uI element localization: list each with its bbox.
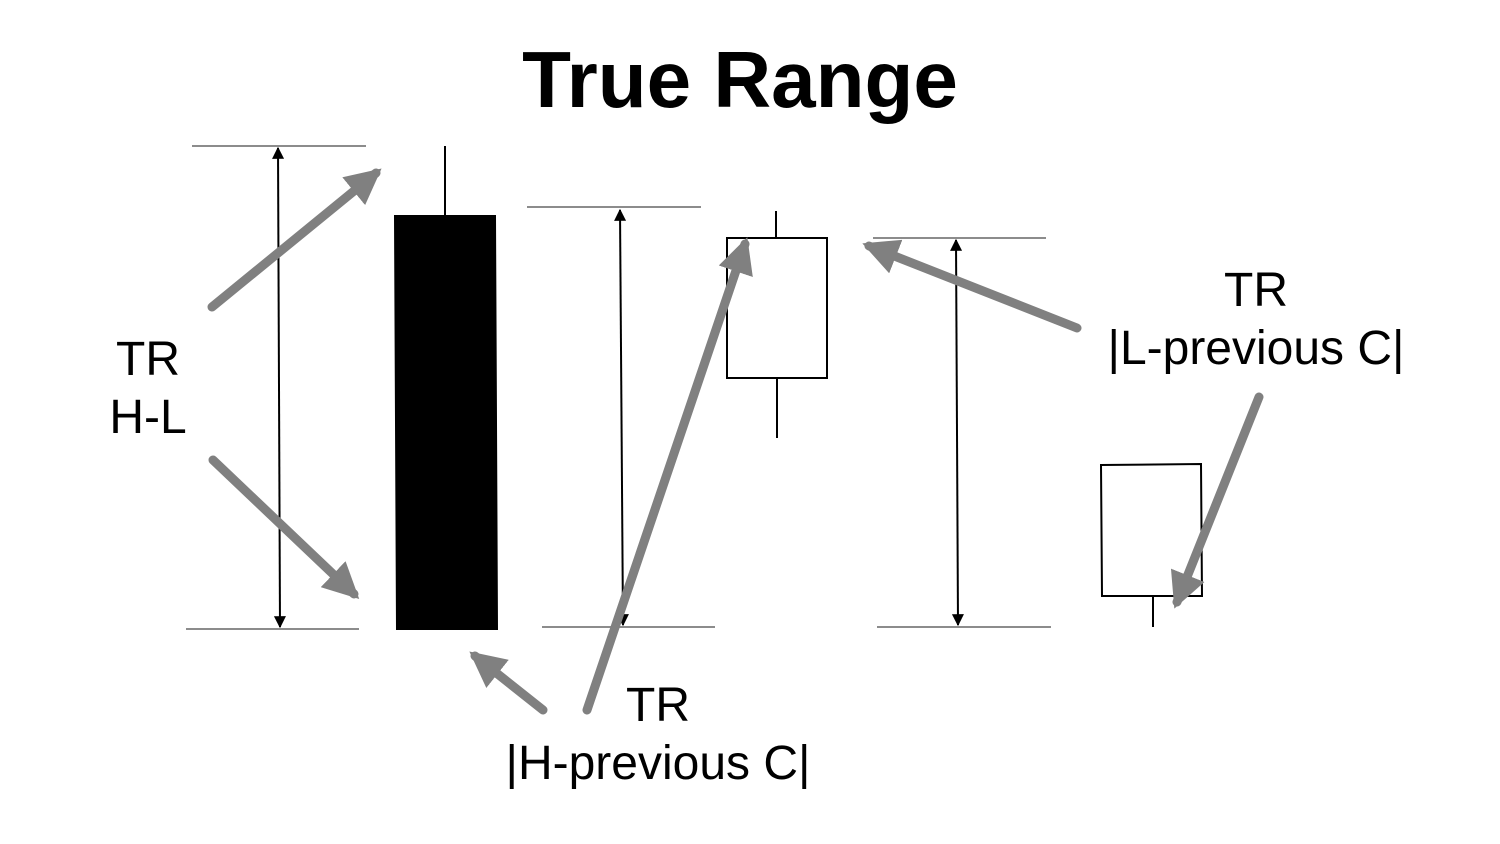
panel-high-previous-close <box>527 206 828 628</box>
label-tr-hl: TR H-L <box>88 331 208 447</box>
pointer-arrow-to-previous-close <box>469 651 548 715</box>
label-line-2: |L-previous C| <box>1107 322 1405 375</box>
pointer-arrow-to-previous-close <box>862 239 1082 333</box>
bearish-candle-body <box>393 215 499 630</box>
pointer-arrow-to-high <box>207 168 382 312</box>
label-line-2: H-L <box>109 391 187 444</box>
pointer-arrow-to-low <box>1170 392 1264 609</box>
label-tr-h-previous-c: TR |H-previous C| <box>478 677 838 793</box>
panel-low-previous-close <box>873 237 1204 628</box>
pointer-arrows <box>207 168 1264 715</box>
page-title: True Range <box>522 35 958 124</box>
label-line-1: TR <box>626 679 690 732</box>
range-double-arrow <box>272 146 286 629</box>
label-line-2: |H-previous C| <box>505 737 811 790</box>
pointer-arrow-to-high <box>582 237 753 715</box>
label-tr-l-previous-c: TR |L-previous C| <box>1076 262 1436 378</box>
label-line-1: TR <box>1224 264 1288 317</box>
panel-high-low <box>186 145 499 630</box>
label-line-1: TR <box>116 333 180 386</box>
pointer-arrow-to-low <box>208 455 360 599</box>
range-double-arrow <box>950 238 964 627</box>
range-double-arrow <box>614 208 629 627</box>
